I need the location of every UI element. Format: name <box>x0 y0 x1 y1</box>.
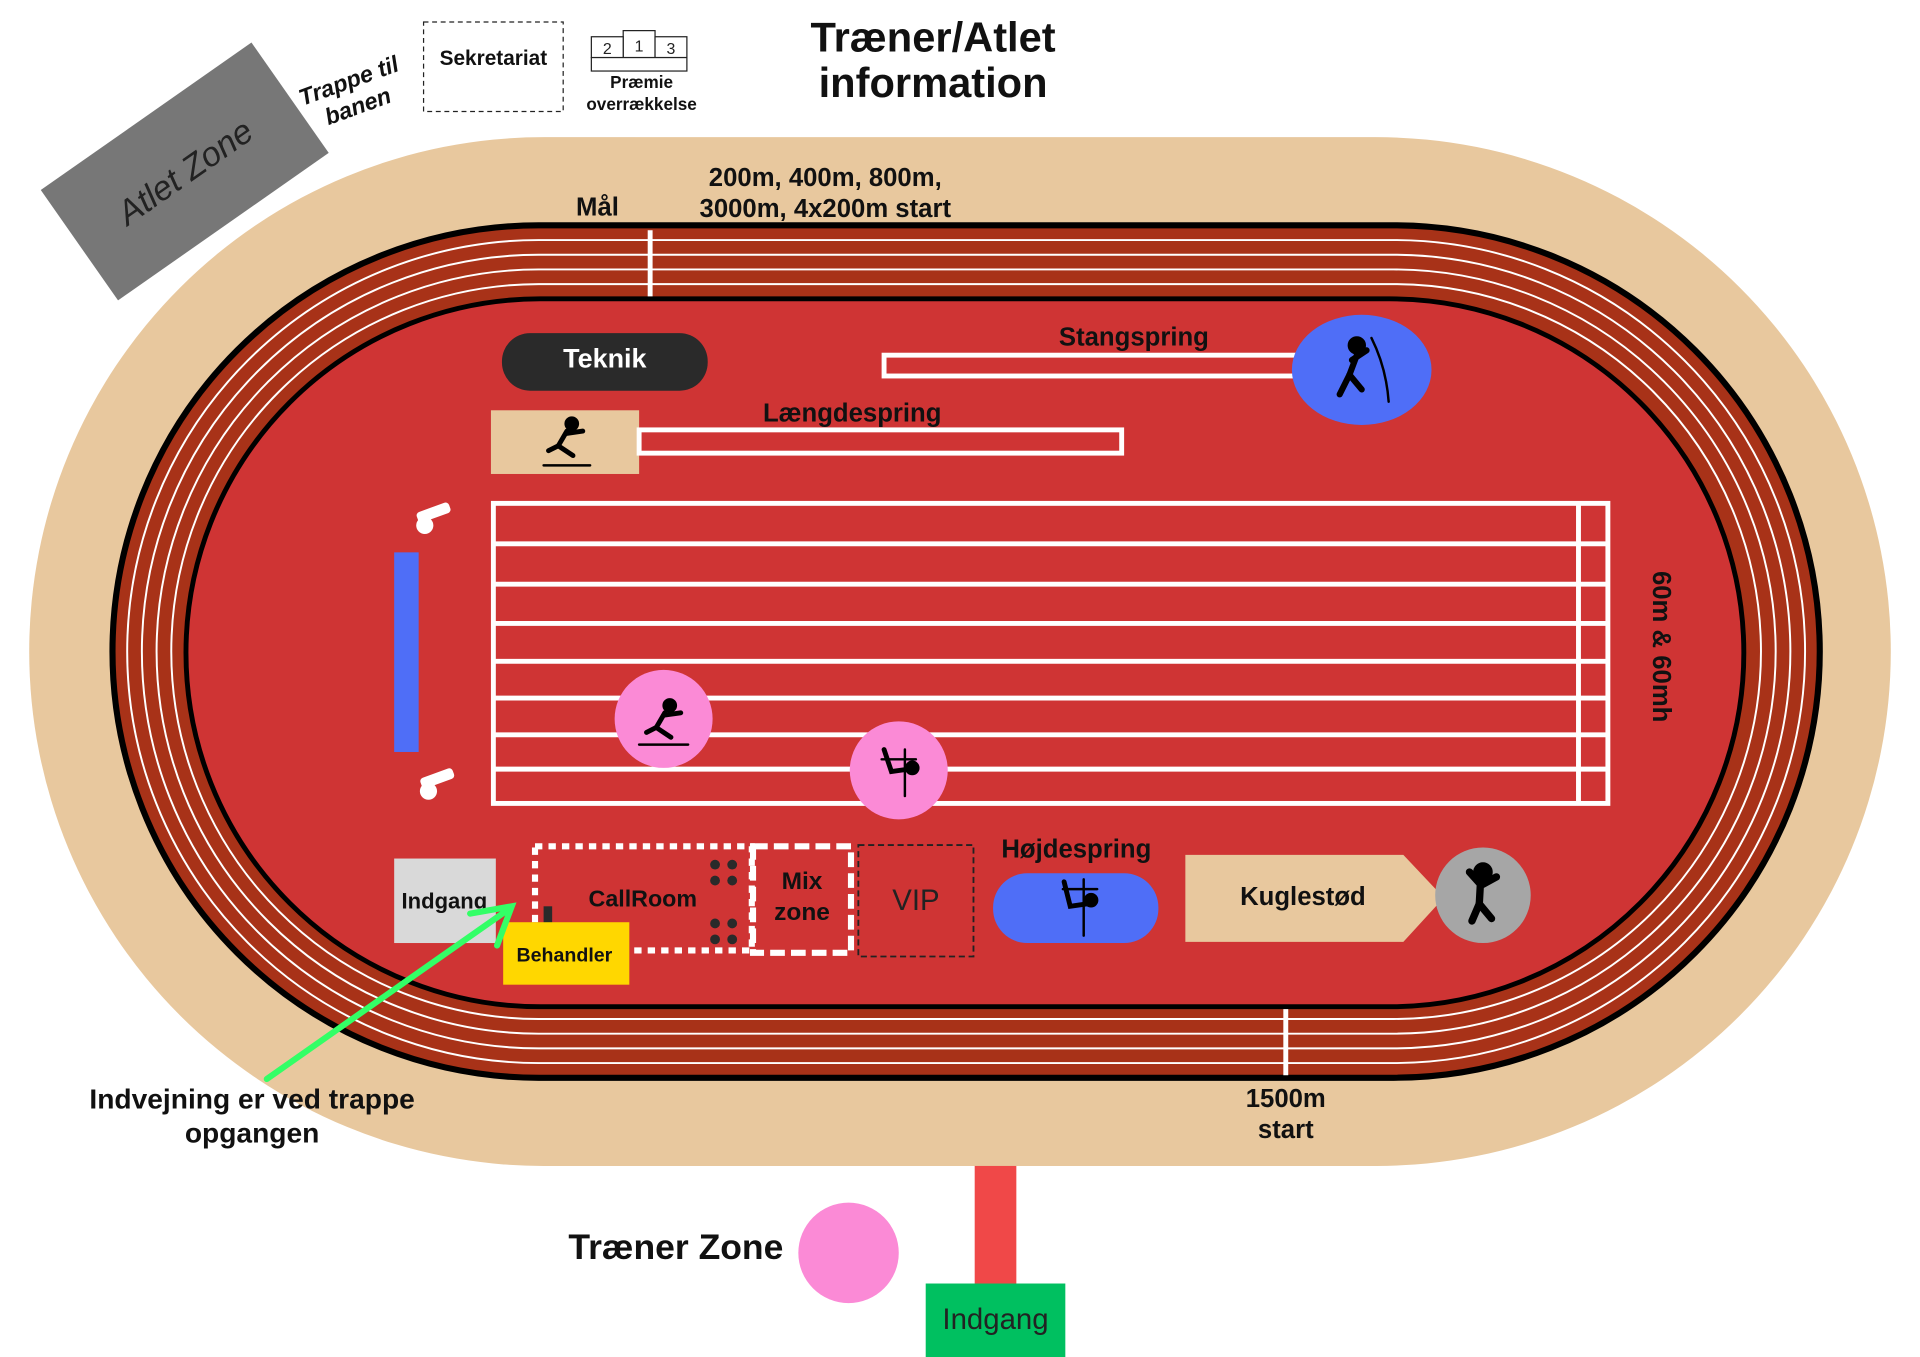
shot-put-area: Kuglestød <box>1185 854 1444 942</box>
pole-vault-label: Stangspring <box>1059 323 1209 351</box>
podium-icon: 2 1 3 <box>590 30 688 72</box>
infield <box>183 296 1747 1010</box>
main-entrance: Indgang <box>925 1283 1066 1357</box>
svg-text:Teknik: Teknik <box>563 343 646 373</box>
high-jump-icon <box>880 747 920 798</box>
svg-text:3000m, 4x200m start: 3000m, 4x200m start <box>700 195 952 223</box>
svg-text:Mix: Mix <box>782 868 823 895</box>
svg-text:information: information <box>819 59 1048 106</box>
svg-text:1500m: 1500m <box>1246 1085 1326 1113</box>
shot-put-icon <box>1465 862 1501 925</box>
svg-text:Behandler: Behandler <box>517 944 613 966</box>
svg-text:3: 3 <box>667 41 676 58</box>
long-jump-icon <box>542 416 592 467</box>
svg-text:Indgang: Indgang <box>402 889 488 914</box>
start-label-top: 200m, 400m, 800m, 3000m, 4x200m start <box>700 164 952 223</box>
entrance-path <box>974 1165 1017 1286</box>
finish-label: Mål <box>576 194 619 222</box>
trainer-zone-marker <box>798 1202 899 1304</box>
long-jump-runway <box>636 427 1125 456</box>
weigh-in-note: Indvejning er ved trappe opgangen <box>89 1083 414 1148</box>
start-1500-label: 1500m start <box>1246 1085 1326 1144</box>
lane-lines <box>126 239 1807 1065</box>
high-jump-zone <box>993 873 1159 944</box>
svg-text:Indgang: Indgang <box>942 1303 1048 1336</box>
svg-text:VIP: VIP <box>892 884 939 917</box>
teknik-badge: Teknik <box>501 333 708 391</box>
cannon-icon <box>416 502 451 534</box>
svg-text:Præmie: Præmie <box>610 72 673 92</box>
pole-vault-zone <box>1291 314 1432 425</box>
svg-text:2: 2 <box>603 41 612 58</box>
svg-text:start: start <box>1258 1116 1314 1144</box>
page-title: Træner/Atlet information <box>810 13 1055 105</box>
high-jump-icon <box>1061 878 1099 937</box>
blue-marker <box>394 552 419 752</box>
svg-text:Kuglestød: Kuglestød <box>1240 883 1366 911</box>
svg-text:CallRoom: CallRoom <box>589 885 698 911</box>
svg-text:Indvejning er ved trappe: Indvejning er ved trappe <box>89 1083 414 1114</box>
long-jump-icon <box>637 698 690 746</box>
stairs-label: Trappe til banen <box>295 50 402 129</box>
callroom: CallRoom <box>531 843 755 954</box>
vip-area: VIP <box>857 844 975 958</box>
long-jump-label: Længdespring <box>763 399 942 427</box>
cannon-icon <box>419 768 455 800</box>
svg-text:200m, 400m, 800m,: 200m, 400m, 800m, <box>709 164 942 192</box>
svg-text:Træner/Atlet: Træner/Atlet <box>810 13 1055 60</box>
svg-text:opgangen: opgangen <box>185 1118 320 1149</box>
sprint-label: 60m & 60mh <box>1647 571 1675 722</box>
pole-vault-icon <box>1336 336 1390 403</box>
weigh-in-arrow <box>263 902 517 1083</box>
behandler: Behandler <box>503 922 630 985</box>
svg-text:Sekretariat: Sekretariat <box>440 47 548 70</box>
trainer-zone-label: Træner Zone <box>568 1227 783 1267</box>
sekretariat: Sekretariat <box>422 21 564 113</box>
svg-text:1: 1 <box>635 38 644 55</box>
atlet-zone: Atlet Zone <box>40 42 329 301</box>
high-jump-label: Højdespring <box>1001 835 1151 863</box>
praemie-label: Præmie overrækkelse <box>586 72 696 114</box>
svg-text:zone: zone <box>774 899 830 926</box>
mix-zone: Mix zone <box>749 843 855 956</box>
svg-text:overrækkelse: overrækkelse <box>586 94 696 114</box>
